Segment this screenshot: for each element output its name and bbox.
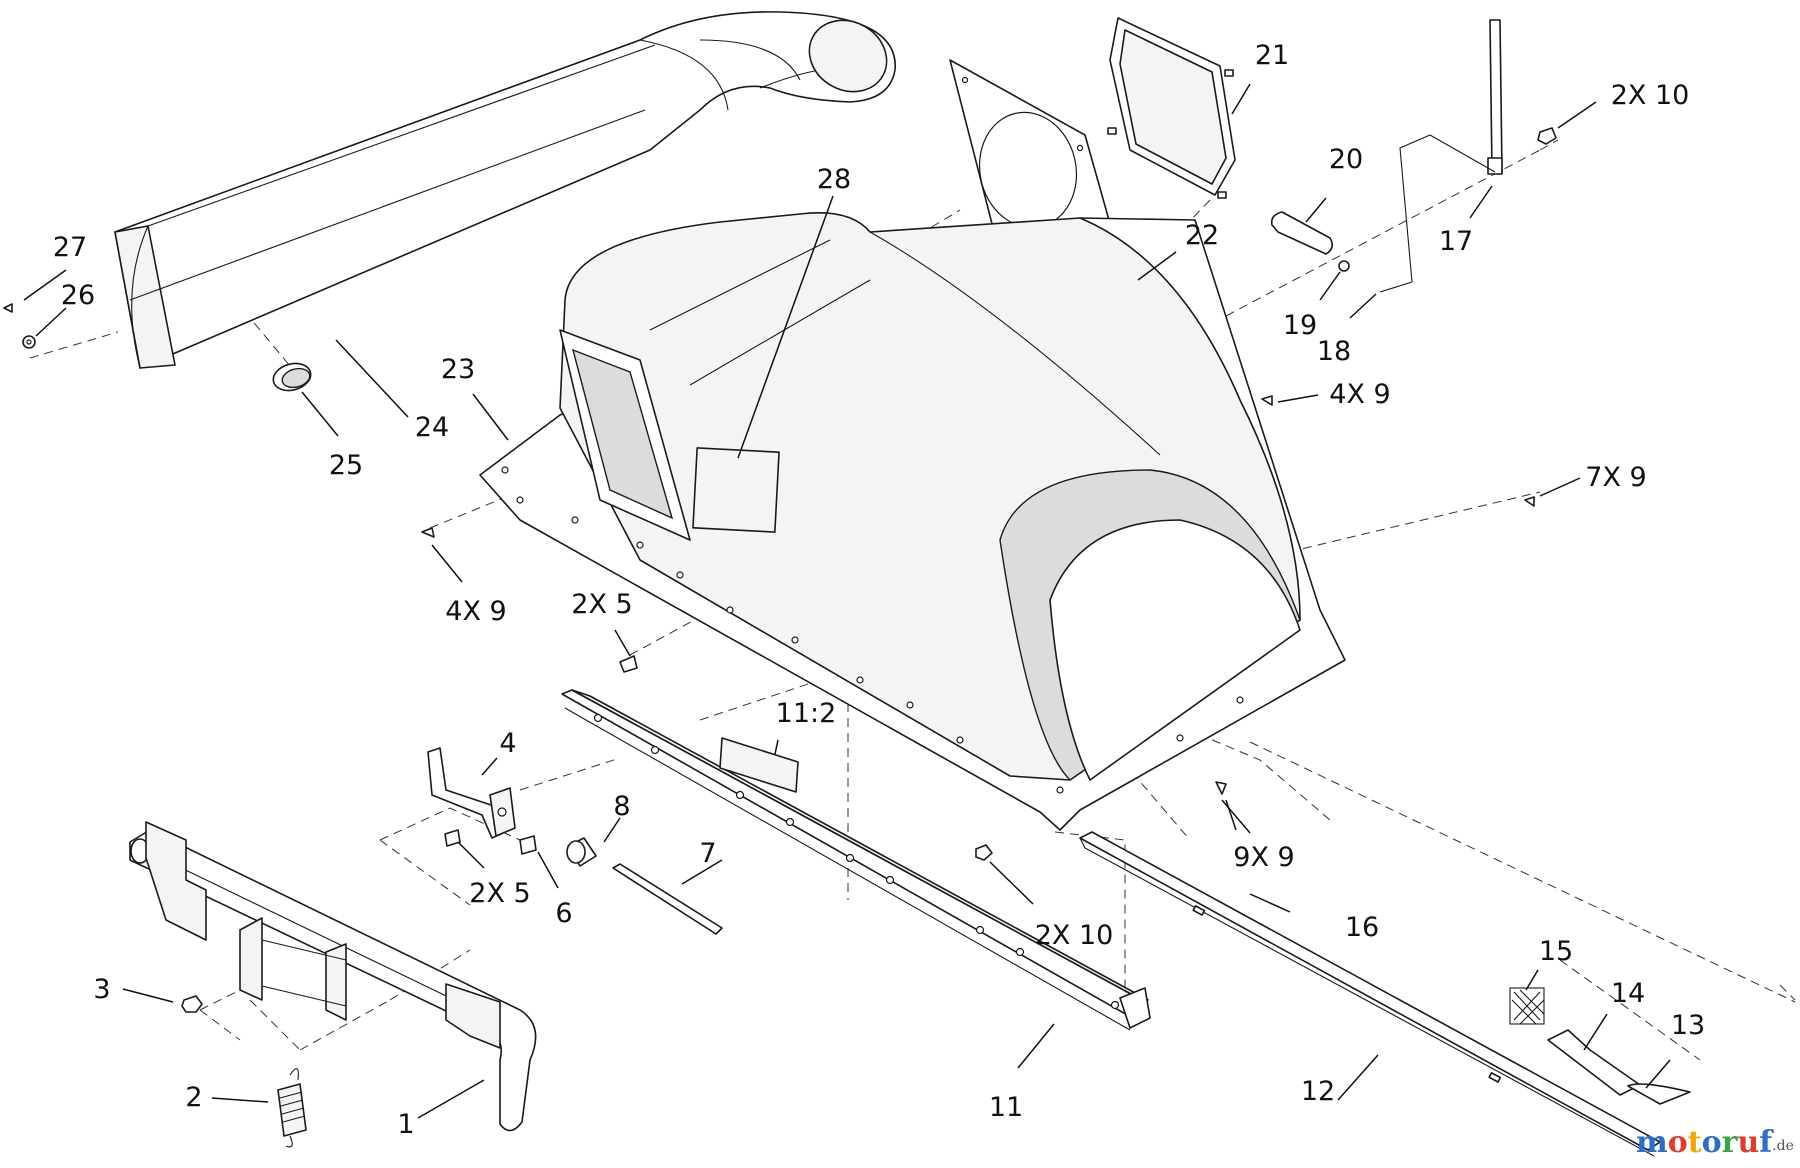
callout-3: 3 xyxy=(93,974,110,1005)
strap-14 xyxy=(1547,1029,1641,1096)
screw-9-top xyxy=(1261,395,1273,406)
callout-7: 7 xyxy=(699,838,716,869)
discharge-chute xyxy=(114,11,896,369)
callout-14: 14 xyxy=(1611,978,1645,1009)
callout-6: 6 xyxy=(555,898,572,929)
callout-24: 24 xyxy=(415,412,449,443)
callout-23: 23 xyxy=(441,354,475,385)
callout-1: 1 xyxy=(397,1109,414,1140)
watermark-suffix: .de xyxy=(1772,1138,1794,1154)
callout-10a: 2X 10 xyxy=(1611,80,1690,111)
nut-10-top xyxy=(1537,127,1557,145)
watermark-letter-4: o xyxy=(1702,1125,1722,1160)
spring-2 xyxy=(277,1068,307,1148)
callout-27: 27 xyxy=(53,232,87,263)
knob xyxy=(1270,211,1334,255)
watermark-letter-7: f xyxy=(1759,1125,1774,1160)
watermark-letter-1: m xyxy=(1636,1125,1668,1160)
rear-rail xyxy=(1079,831,1661,1157)
svg-text:motoruf.de: motoruf.de xyxy=(1636,1125,1794,1160)
washer-19 xyxy=(1338,260,1350,272)
callout-18: 18 xyxy=(1317,336,1351,367)
callout-2: 2 xyxy=(185,1082,202,1113)
callout-13: 13 xyxy=(1671,1010,1705,1041)
plug xyxy=(272,362,312,392)
latch-lever xyxy=(1379,19,1503,293)
callout-22: 22 xyxy=(1185,220,1219,251)
bolt-5-lower xyxy=(444,829,461,847)
gasket-frame xyxy=(1107,17,1236,199)
callout-25: 25 xyxy=(329,450,363,481)
callout-4: 4 xyxy=(499,728,516,759)
callout-15: 15 xyxy=(1539,936,1573,967)
watermark-letter-3: t xyxy=(1688,1125,1702,1160)
tip-13 xyxy=(1627,1083,1691,1105)
callout-labels: 1 2 3 4 2X 5 2X 5 6 7 8 4X 9 4X 9 7X 9 9… xyxy=(53,40,1705,1140)
spacer-8 xyxy=(566,837,597,867)
callout-9b: 4X 9 xyxy=(445,596,506,627)
screw-9-bottom xyxy=(1215,781,1227,795)
callout-26: 26 xyxy=(61,280,95,311)
screw-9-left xyxy=(421,527,435,538)
handle-bar xyxy=(129,821,537,1132)
mesh-15 xyxy=(1509,987,1545,1025)
watermark-letter-5: r xyxy=(1722,1125,1739,1160)
callout-20: 20 xyxy=(1329,144,1363,175)
bracket-4 xyxy=(427,747,516,839)
callout-8: 8 xyxy=(613,791,630,822)
callout-21: 21 xyxy=(1255,40,1289,71)
screw-9-right xyxy=(1524,496,1535,507)
callout-9a: 4X 9 xyxy=(1329,379,1390,410)
callout-12: 12 xyxy=(1301,1076,1335,1107)
decal-11-2 xyxy=(719,737,799,793)
callout-17: 17 xyxy=(1439,226,1473,257)
nut-3 xyxy=(181,995,203,1013)
callout-10b: 2X 10 xyxy=(1035,920,1114,951)
blower-housing xyxy=(479,212,1346,831)
callout-19: 19 xyxy=(1283,310,1317,341)
callout-11-2: 11:2 xyxy=(776,698,837,729)
front-rail xyxy=(561,689,1151,1031)
watermark-logo: motoruf.de xyxy=(1636,1125,1794,1160)
flange-holes xyxy=(501,466,1244,794)
bolt-5-mid xyxy=(619,655,638,673)
callout-9c: 7X 9 xyxy=(1585,462,1646,493)
callout-28: 28 xyxy=(817,164,851,195)
rail-holes xyxy=(593,713,1120,1010)
screw-27 xyxy=(3,303,13,313)
bolt-6 xyxy=(519,835,537,855)
watermark-letter-2: o xyxy=(1668,1125,1688,1160)
callout-5b: 2X 5 xyxy=(571,589,632,620)
nut-10-bottom xyxy=(975,844,993,861)
rod-7 xyxy=(612,863,723,935)
callout-5a: 2X 5 xyxy=(469,878,530,909)
callout-11: 11 xyxy=(989,1092,1023,1123)
washer-26 xyxy=(22,335,36,349)
leader-lines xyxy=(23,83,1671,1119)
callout-16: 16 xyxy=(1345,912,1379,943)
callout-9d: 9X 9 xyxy=(1233,842,1294,873)
watermark-letter-6: u xyxy=(1737,1125,1759,1160)
